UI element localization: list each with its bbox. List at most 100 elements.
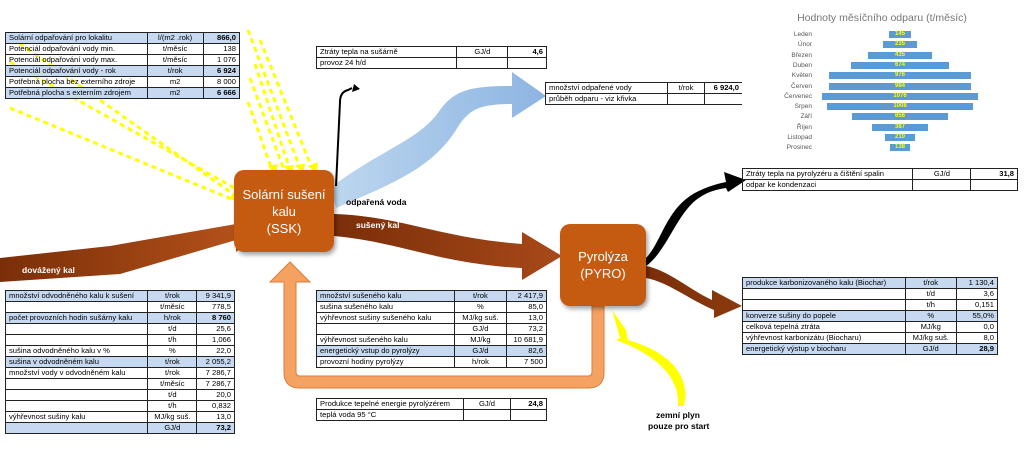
cell-value: 7 286,7 bbox=[196, 378, 235, 390]
cell-unit: MJ/kg bbox=[904, 321, 957, 333]
cell-value: 8 760 bbox=[196, 312, 235, 324]
cell-value: 2 417,9 bbox=[505, 290, 548, 302]
input-sludge-arrow bbox=[0, 212, 262, 282]
ssk-loss-arrow bbox=[335, 87, 353, 187]
cell-unit: t/rok bbox=[454, 290, 507, 302]
chart-category-label: Říjen bbox=[796, 123, 812, 131]
cell-value: 7 286,7 bbox=[196, 367, 235, 379]
cell-label: Potřebná plocha bez externího zdroje bbox=[5, 76, 148, 88]
cell-unit bbox=[463, 409, 511, 421]
cell-value: 138 bbox=[202, 43, 241, 55]
cell-unit: MJ/kg suš. bbox=[904, 332, 957, 344]
cell-value: 31,8 bbox=[970, 168, 1018, 180]
cell-unit: m2 bbox=[146, 76, 204, 88]
cell-value: 6 924 bbox=[202, 65, 241, 77]
cell-value: 3,6 bbox=[955, 288, 999, 300]
cell-label: Ztráty tepla na pyrolyzéru a čištění spa… bbox=[741, 168, 914, 180]
cell-value: 2 055,2 bbox=[196, 356, 235, 368]
pyro-line2: (PYRO) bbox=[580, 266, 626, 281]
cell-value bbox=[970, 179, 1018, 191]
cell-value: 7 500 bbox=[505, 356, 548, 368]
cell-unit bbox=[456, 57, 509, 69]
chart-bar bbox=[828, 82, 972, 90]
sun-arrows bbox=[9, 29, 314, 202]
chart-bar bbox=[889, 31, 911, 38]
chart-category-label: Prosinec bbox=[786, 144, 812, 152]
cell-value: 20,0 bbox=[196, 389, 235, 401]
cell-unit: GJ/d bbox=[454, 323, 507, 335]
biochar-arrow bbox=[646, 266, 742, 318]
chart-value-label: 674 bbox=[894, 61, 905, 68]
heat-return-arrow bbox=[268, 261, 605, 389]
cell-value: 0,832 bbox=[196, 400, 235, 412]
cell-label bbox=[4, 422, 149, 434]
label-gas-1: zemní plyn bbox=[656, 410, 700, 420]
cell-unit: t/měsíc bbox=[146, 43, 204, 55]
label-gas-2: pouze pro start bbox=[648, 421, 710, 431]
chart-category-label: Leden bbox=[793, 31, 812, 38]
chart-category-label: Únor bbox=[797, 41, 812, 49]
cell-label: Potenciál odpařování vody max. bbox=[5, 54, 148, 66]
chart-bar bbox=[826, 103, 974, 111]
cell-value: 55,0% bbox=[955, 310, 999, 322]
ssk-line2: kalu bbox=[272, 203, 296, 219]
cell-value: 0,0 bbox=[955, 321, 999, 333]
cell-label bbox=[4, 334, 149, 346]
cell-value: 73,2 bbox=[505, 323, 548, 335]
chart-bar bbox=[822, 92, 978, 100]
cell-label bbox=[742, 299, 906, 311]
cell-value: 866,0 bbox=[202, 32, 241, 44]
cell-value: 10 681,9 bbox=[505, 334, 548, 346]
cell-unit: h/rok bbox=[147, 312, 198, 324]
cell-unit: MJ/kg suš. bbox=[454, 312, 507, 324]
cell-label: odpar ke kondenzaci bbox=[741, 179, 914, 191]
pyro-box: Pyrolýza (PYRO) bbox=[560, 224, 646, 306]
cell-label: energetický výstup v biocharu bbox=[742, 343, 906, 355]
chart-value-label: 1008 bbox=[893, 103, 907, 110]
cell-label: počet provozních hodin sušárny kalu bbox=[4, 312, 149, 324]
table-row: produkce karbonizovaného kalu (Biochar)t… bbox=[742, 277, 999, 289]
cell-unit: l/(m2 .rok) bbox=[146, 32, 204, 44]
chart-category-label: Duben bbox=[792, 61, 812, 69]
cell-label bbox=[4, 323, 149, 335]
cell-unit: GJ/d bbox=[904, 343, 957, 355]
dried-sludge-arrow bbox=[334, 214, 562, 280]
label-input-sludge: dovážený kal bbox=[22, 265, 75, 275]
cell-value bbox=[507, 57, 547, 69]
cell-value: 85,0 bbox=[505, 301, 548, 313]
table-row: výhřevnost karbonizátu (Biocharu)MJ/kg s… bbox=[742, 332, 999, 344]
cell-unit: GJ/d bbox=[912, 168, 972, 180]
cell-unit: MJ/kg suš. bbox=[147, 411, 198, 423]
cell-label: teplá voda 95 °C bbox=[315, 409, 465, 421]
cell-label: množství vody v odvodněném kalu bbox=[4, 367, 149, 379]
chart-bar bbox=[871, 123, 929, 131]
cell-unit: t/měsíc bbox=[147, 301, 198, 313]
cell-value bbox=[703, 93, 744, 105]
table-row: teplá voda 95 °C bbox=[315, 409, 548, 421]
chart-value-label: 656 bbox=[894, 113, 905, 120]
cell-value: 4,6 bbox=[507, 46, 547, 58]
cell-label: množství odvodněného kalu k sušení bbox=[4, 290, 149, 302]
